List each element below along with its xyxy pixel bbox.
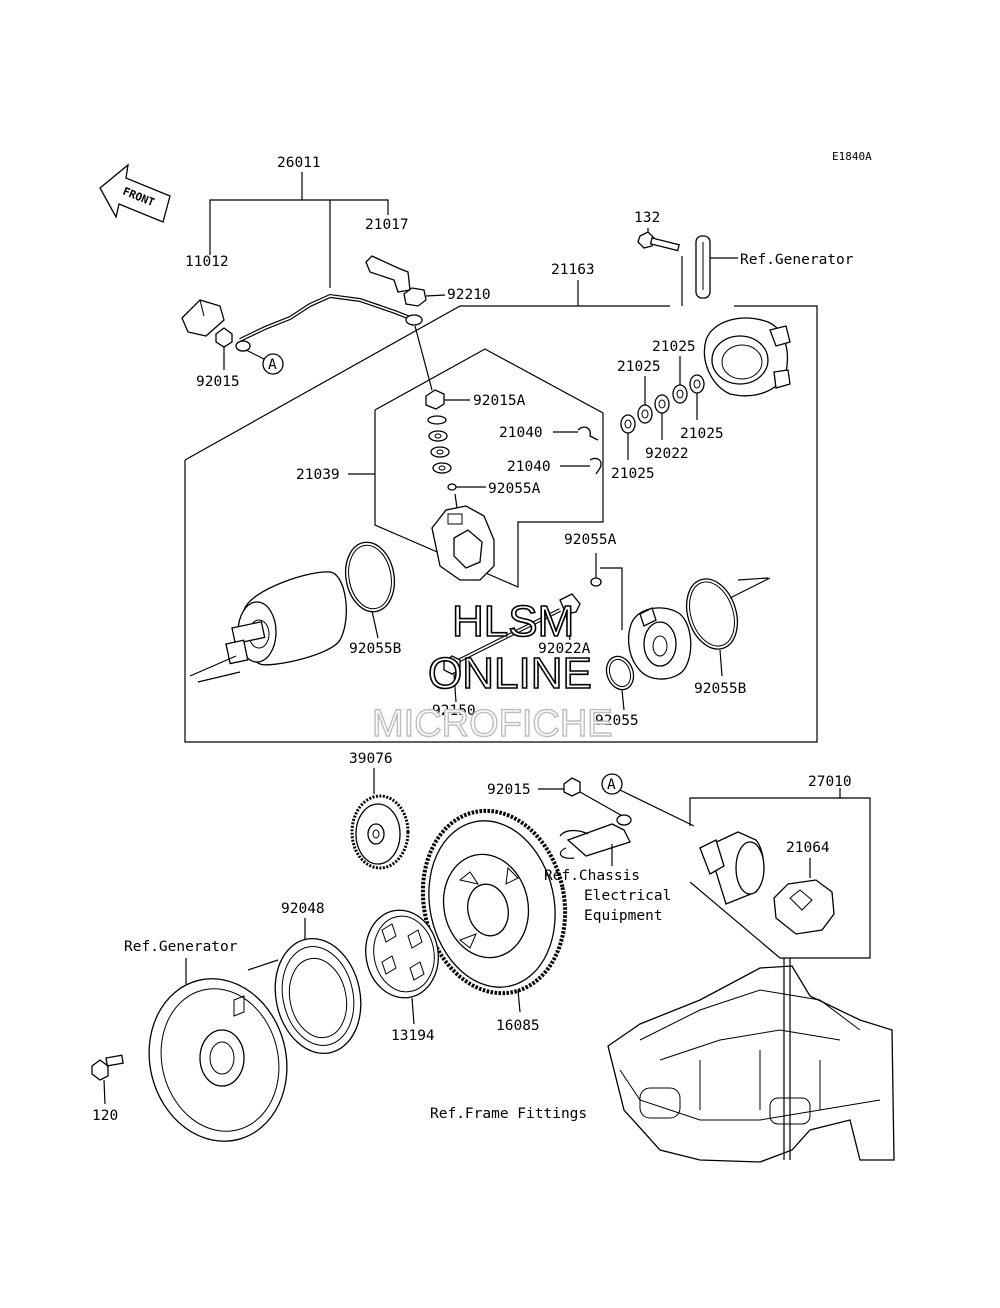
bolt-132	[637, 231, 680, 252]
terminal-stack	[414, 325, 486, 491]
coupling-92048	[247, 937, 362, 1055]
label-21163: 21163	[551, 262, 595, 278]
front-bracket	[600, 567, 692, 680]
svg-text:ONLINE: ONLINE	[428, 649, 592, 698]
starter-relay-27010	[699, 831, 765, 905]
label-21025-d: 21025	[611, 466, 655, 482]
label-27010: 27010	[808, 774, 852, 790]
ref-chassis-2: Electrical	[584, 888, 671, 904]
svg-text:A: A	[607, 777, 616, 793]
nut-92015-bottom	[563, 777, 581, 797]
label-92055: 92055	[595, 713, 639, 729]
through-bolt	[451, 593, 581, 666]
brush-spring-21040	[553, 426, 602, 475]
label-21017: 21017	[365, 217, 409, 233]
watermark: HLSM ONLINE MICROFICHE	[371, 596, 613, 746]
label-11012: 11012	[185, 254, 229, 270]
label-92048: 92048	[281, 901, 325, 917]
ref-frame-fittings: Ref.Frame Fittings	[430, 1106, 587, 1122]
ref-chassis-1: Ref.Chassis	[544, 868, 640, 884]
idle-gear-39076	[350, 794, 410, 870]
diagram-code: E1840A	[832, 150, 872, 163]
label-26011: 26011	[277, 155, 321, 171]
callout-a-top: A	[262, 353, 284, 375]
svg-text:A: A	[268, 357, 277, 373]
label-21040-b: 21040	[507, 459, 551, 475]
one-way-clutch-13194	[365, 909, 439, 1025]
terminal-cover-21017	[365, 255, 411, 293]
relay-cover-21064	[773, 879, 835, 935]
brush-plate-frame	[348, 348, 604, 588]
o-ring-92055B-left	[344, 541, 396, 639]
callout-a-bottom: A	[601, 773, 623, 795]
generator-rotor	[148, 978, 288, 1142]
starter-gear-16085	[420, 808, 568, 1013]
motor-yoke	[189, 571, 347, 683]
svg-text:HLSM: HLSM	[452, 597, 574, 646]
label-92150: 92150	[432, 703, 476, 719]
brush-plate-21039	[431, 493, 495, 581]
starter-assembly-frame	[184, 280, 818, 743]
label-120: 120	[92, 1108, 118, 1124]
label-39076: 39076	[349, 751, 393, 767]
bolt-92150	[443, 655, 461, 703]
ref-generator-bottom: Ref.Generator	[124, 939, 238, 955]
label-21064: 21064	[786, 840, 830, 856]
label-21039: 21039	[296, 467, 340, 483]
label-21025-a: 21025	[652, 339, 696, 355]
nut-92210	[403, 287, 446, 307]
cable-group-lines	[209, 172, 389, 288]
o-ring-92055B-right	[685, 577, 771, 677]
label-92055B-a: 92055B	[349, 641, 402, 657]
bolt-120	[91, 1054, 124, 1105]
label-92210: 92210	[447, 287, 491, 303]
label-92055A-a: 92055A	[488, 481, 541, 497]
svg-text:MICROFICHE: MICROFICHE	[372, 703, 613, 745]
o-ring-92055	[605, 655, 635, 711]
label-92015-bot: 92015	[487, 782, 531, 798]
label-92015A: 92015A	[473, 393, 526, 409]
label-21025-c: 21025	[680, 426, 724, 442]
label-92055A-b: 92055A	[564, 532, 617, 548]
label-13194: 13194	[391, 1028, 435, 1044]
relay-group-frame	[689, 788, 871, 959]
frame-fittings	[607, 958, 895, 1163]
label-21040-a: 21040	[499, 425, 543, 441]
harness-connector	[559, 814, 632, 866]
ref-generator-top: Ref.Generator	[740, 252, 854, 268]
terminal-boot-11012	[181, 299, 225, 337]
washers-21025	[620, 356, 705, 460]
ref-chassis-3: Equipment	[584, 908, 663, 924]
label-21025-b: 21025	[617, 359, 661, 375]
o-ring-92055A	[590, 553, 602, 587]
label-132: 132	[634, 210, 660, 226]
label-92055B-b: 92055B	[694, 681, 747, 697]
label-92022: 92022	[645, 446, 689, 462]
front-arrow-icon: FRONT	[99, 163, 171, 223]
generator-bracket	[695, 235, 738, 299]
label-16085: 16085	[496, 1018, 540, 1034]
end-cover-21163	[703, 317, 791, 397]
label-92022A: 92022A	[538, 641, 591, 657]
nut-92015-top	[215, 327, 233, 370]
starter-cable-26011	[235, 293, 423, 361]
label-92015-top: 92015	[196, 374, 240, 390]
